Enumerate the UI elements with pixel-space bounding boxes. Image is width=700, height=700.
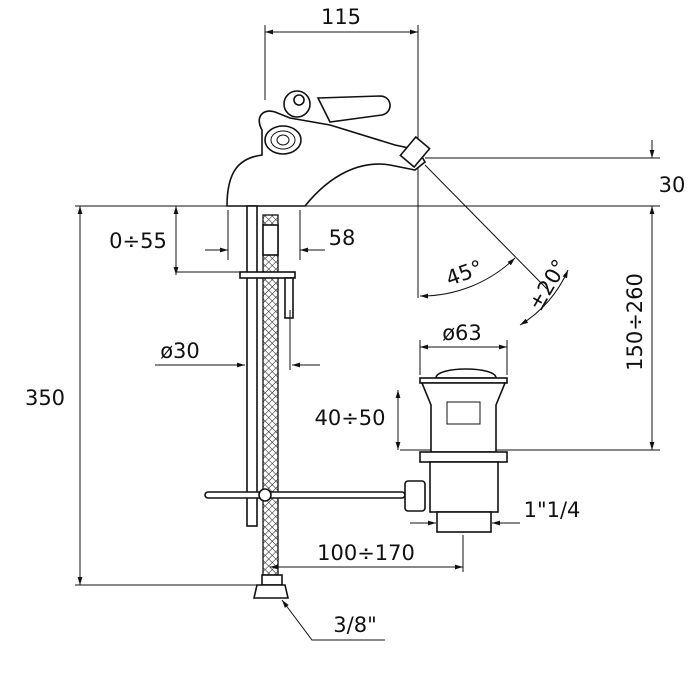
dim-o30: ø30 <box>160 339 200 363</box>
dim-150-260: 150÷260 <box>623 273 647 371</box>
dim-0-55: 0÷55 <box>109 229 167 253</box>
faucet-body <box>226 90 431 207</box>
dim-350: 350 <box>25 386 65 410</box>
pop-up-rod <box>204 491 406 499</box>
hose-nut <box>252 584 290 599</box>
dim-115: 115 <box>321 5 361 29</box>
dim-45deg: 45° <box>443 255 486 290</box>
dim-hose: 3/8" <box>333 613 376 637</box>
dim-30: 30 <box>659 173 686 197</box>
hoses <box>239 205 296 599</box>
dimension-lines <box>77 29 655 641</box>
dim-100-170: 100÷170 <box>317 541 415 565</box>
pop-up-drain <box>204 368 508 533</box>
dim-40-50: 40÷50 <box>314 406 385 430</box>
dim-o63: ø63 <box>442 321 482 345</box>
dim-thread: 1"1/4 <box>524 498 581 522</box>
dim-58: 58 <box>329 226 356 250</box>
dim-swivel: ±20° <box>524 255 572 314</box>
